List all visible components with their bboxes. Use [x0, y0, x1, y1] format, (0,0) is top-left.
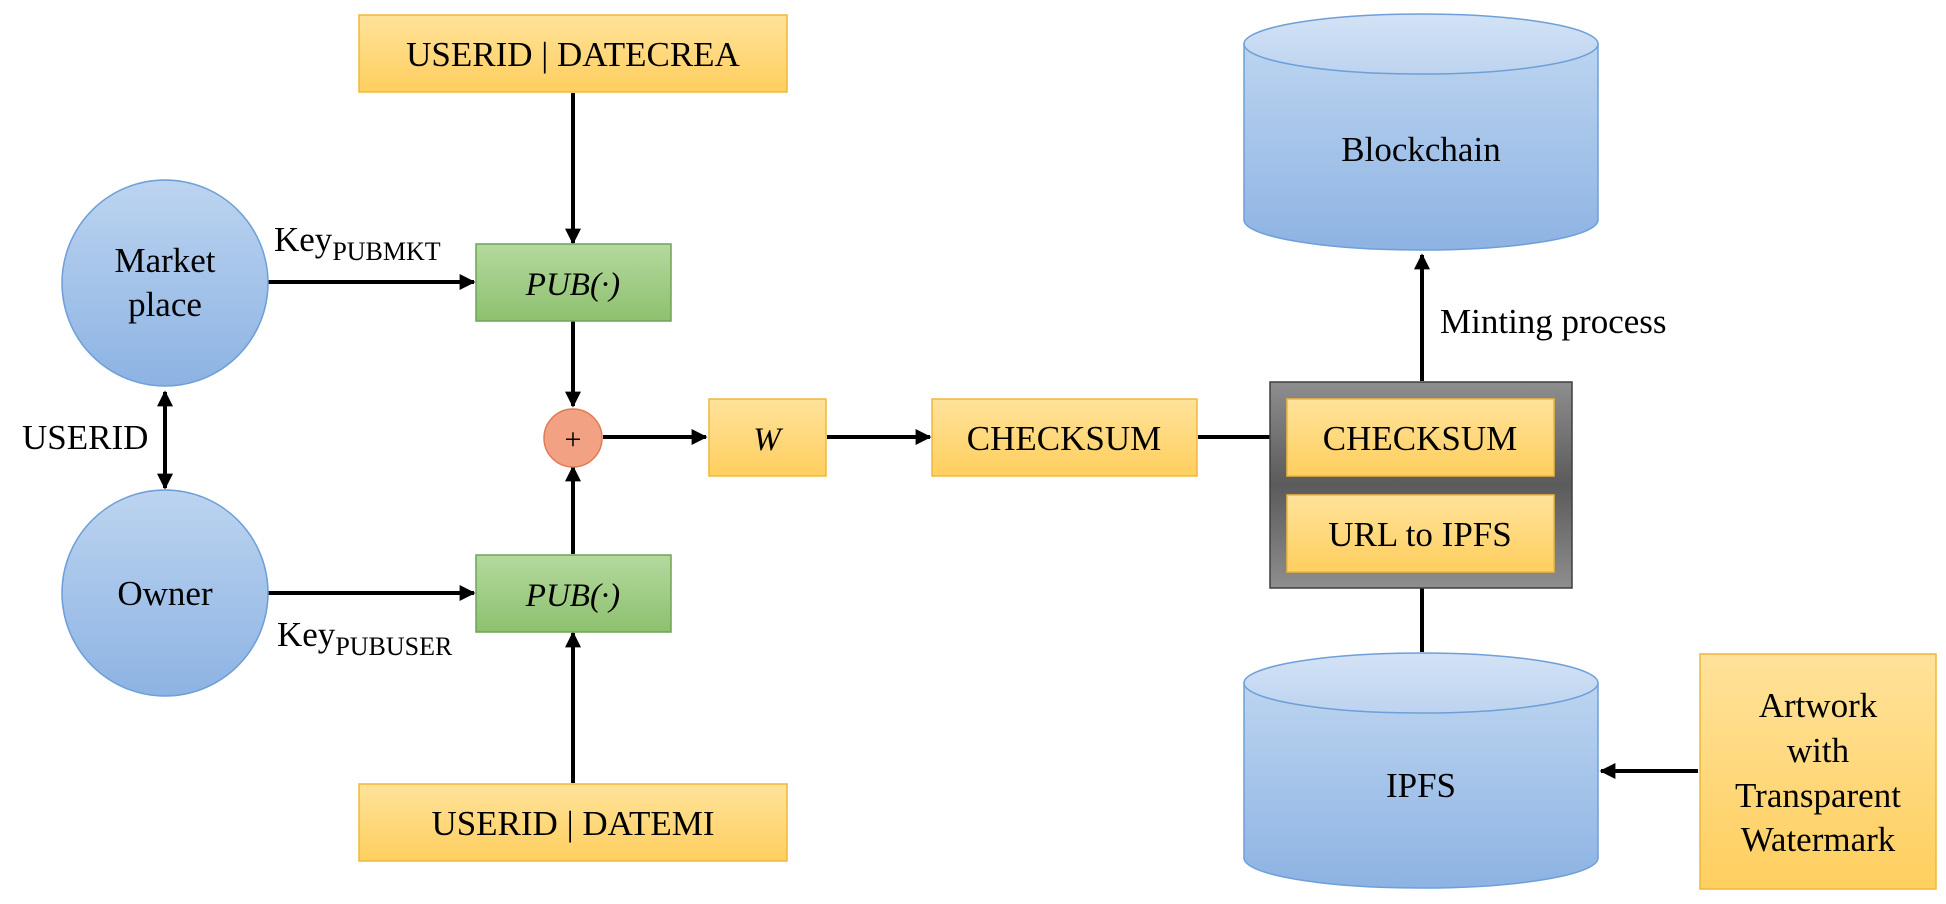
w-label: W [753, 422, 783, 458]
key-pubuser-sub: PUBUSER [335, 632, 453, 661]
key-pubmkt-label: KeyPUBMKT [274, 220, 441, 266]
token-checksum-label: CHECKSUM [1323, 419, 1517, 458]
plus-icon: + [565, 423, 582, 456]
checksum-label: CHECKSUM [967, 419, 1161, 458]
checksum-box: CHECKSUM [931, 398, 1198, 477]
artwork-box: Artwork with Transparent Watermark [1699, 653, 1937, 890]
blockchain-cylinder: Blockchain [1243, 13, 1599, 251]
userid-datemi-label: USERID | DATEMI [431, 804, 714, 843]
token-url-label: URL to IPFS [1328, 515, 1511, 554]
artwork-label-line4: Watermark [1741, 820, 1896, 859]
marketplace-label-line2: place [128, 285, 202, 324]
token-url-box [1286, 494, 1555, 573]
userid-datecrea-label: USERID | DATECREA [406, 35, 740, 74]
userid-datemi-box: USERID | DATEMI [358, 783, 788, 862]
marketplace-label-line1: Market [114, 241, 215, 280]
key-pubmkt-sub: PUBMKT [332, 237, 440, 266]
key-pubuser-label: KeyPUBUSER [277, 615, 453, 661]
pub-function-bottom-box: PUB(·) [475, 554, 672, 633]
userid-label: USERID [22, 418, 148, 457]
pub-function-bottom-label: PUB(·) [525, 578, 620, 614]
pub-function-top-box: PUB(·) [475, 243, 672, 322]
pub-function-top-label: PUB(·) [525, 267, 620, 303]
marketplace-node: Market place [61, 179, 269, 387]
connectors [157, 93, 1698, 783]
owner-node: Owner [61, 489, 269, 697]
w-box: W [708, 398, 827, 477]
userid-datecrea-box: USERID | DATECREA [358, 14, 788, 93]
combine-plus-node: + [543, 408, 603, 468]
key-pubmkt-main: Key [274, 220, 333, 259]
artwork-label-line1: Artwork [1759, 686, 1878, 725]
ipfs-cylinder: IPFS [1243, 652, 1599, 889]
owner-label: Owner [117, 574, 213, 613]
minting-process-label: Minting process [1440, 302, 1667, 341]
token-container: CHECKSUM URL to IPFS [1269, 381, 1573, 589]
token-checksum-box [1286, 398, 1555, 477]
ipfs-label: IPFS [1386, 766, 1456, 805]
blockchain-label: Blockchain [1341, 130, 1500, 169]
artwork-label-line3: Transparent [1735, 776, 1901, 815]
artwork-label-line2: with [1787, 731, 1850, 770]
key-pubuser-main: Key [277, 615, 336, 654]
